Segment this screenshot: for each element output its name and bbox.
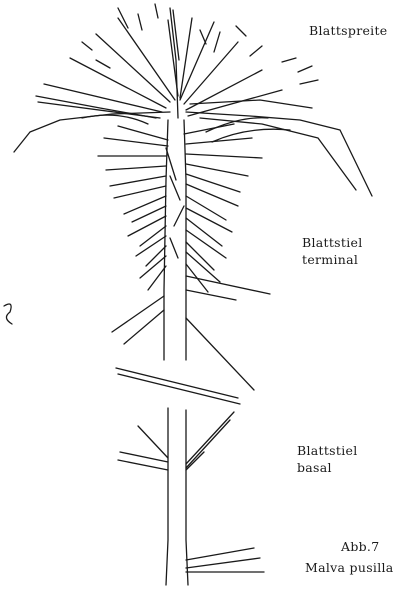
caption: Abb.7 Malva pusilla — [305, 538, 394, 576]
label-basal-line1: Blattstiel — [297, 442, 358, 459]
label-terminal-line1: Blattstiel — [302, 234, 363, 251]
caption-species: Malva pusilla — [305, 559, 394, 576]
caption-number: Abb.7 — [341, 538, 394, 555]
label-terminal-petiole: Blattstiel terminal — [302, 234, 363, 268]
basal-petiole — [118, 408, 264, 585]
label-terminal-line2: terminal — [302, 251, 363, 268]
label-blade: Blattspreite — [309, 22, 388, 39]
terminal-petiole — [98, 120, 270, 390]
small-mark — [4, 304, 12, 324]
label-blade-text: Blattspreite — [309, 22, 388, 39]
label-basal-line2: basal — [297, 459, 358, 476]
label-basal-petiole: Blattstiel basal — [297, 442, 358, 476]
stem-fragment — [116, 368, 240, 404]
